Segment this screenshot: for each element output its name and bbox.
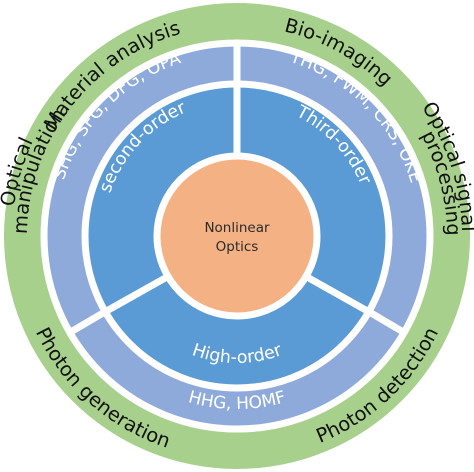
- center-disk: [159, 158, 315, 314]
- center-title-line2: Optics: [216, 239, 259, 255]
- ring-dividers: [40, 39, 434, 433]
- center-title-line1: Nonlinear: [204, 220, 270, 236]
